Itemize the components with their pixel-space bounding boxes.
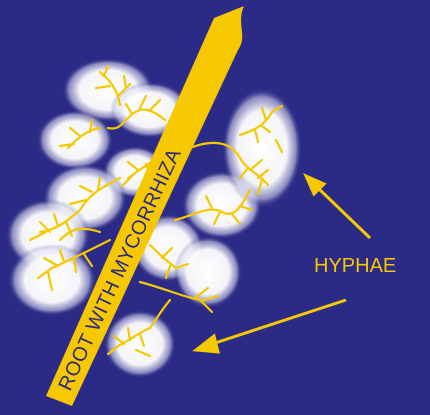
soil-patch <box>104 310 176 378</box>
soil-patch <box>222 88 302 208</box>
hyphae-label: HYPHAE <box>314 255 396 277</box>
soil-patch <box>174 236 242 308</box>
soil-patch <box>8 244 96 316</box>
